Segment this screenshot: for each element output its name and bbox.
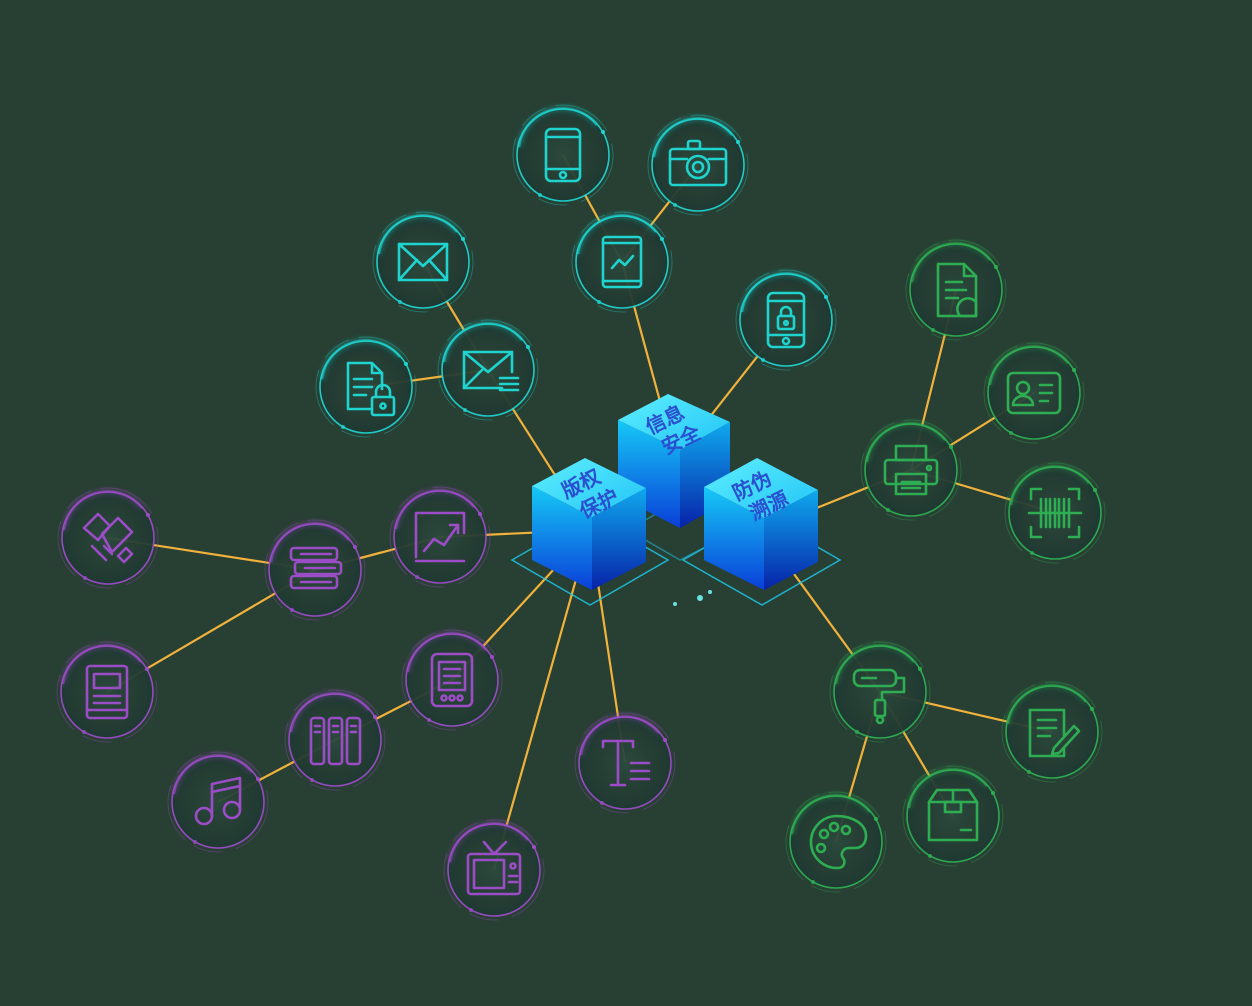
barcode-scan-icon [1027, 487, 1083, 539]
books-stack-icon [289, 546, 343, 590]
camera-icon [668, 139, 728, 187]
connector-line [492, 529, 592, 871]
node-doc[interactable] [905, 239, 1007, 341]
mobile-lock-icon [766, 291, 806, 349]
cube-copyright[interactable]: 版权 保护 [532, 458, 646, 590]
binders-icon [309, 716, 362, 766]
node-barcode[interactable] [1004, 462, 1106, 564]
node-id-card[interactable] [983, 342, 1085, 444]
node-books[interactable] [264, 519, 366, 621]
node-doc-lock[interactable] [315, 336, 417, 438]
id-card-icon [1006, 371, 1062, 415]
node-book[interactable] [56, 641, 158, 743]
node-chart[interactable] [389, 486, 491, 588]
node-palette[interactable] [785, 791, 887, 893]
node-printer[interactable] [860, 419, 962, 521]
envelope-icon [397, 242, 449, 282]
printer-icon [883, 444, 939, 496]
node-roller[interactable] [829, 641, 931, 743]
paint-roller-icon [852, 668, 906, 725]
envelope-list-icon [462, 350, 520, 392]
edit-note-icon [1028, 708, 1081, 758]
node-mail-list[interactable] [437, 319, 539, 421]
node-mail[interactable] [372, 211, 474, 313]
node-hands[interactable] [57, 487, 159, 589]
node-ereader[interactable] [401, 629, 503, 731]
node-text[interactable] [574, 712, 676, 814]
cube-infosec[interactable]: 信息 安全 [618, 394, 730, 528]
handshake-icon [82, 512, 134, 564]
document-icon [936, 262, 978, 318]
trend-chart-icon [414, 511, 466, 563]
cube-trace[interactable]: 防伪 溯源 [704, 458, 818, 590]
tablet-chart-icon [601, 235, 643, 289]
node-tablet[interactable] [571, 211, 673, 313]
node-box[interactable] [902, 765, 1004, 867]
node-edit[interactable] [1001, 681, 1103, 783]
node-camera[interactable] [647, 114, 749, 216]
package-box-icon [927, 788, 979, 842]
text-format-icon [601, 739, 651, 787]
document-lock-icon [346, 361, 396, 417]
mobile-phone-icon [544, 127, 582, 183]
music-note-icon [194, 776, 242, 826]
book-icon [85, 664, 129, 720]
node-phone-lock[interactable] [735, 269, 837, 371]
node-music[interactable] [167, 751, 269, 853]
node-tv[interactable] [443, 819, 545, 921]
node-phone[interactable] [512, 104, 614, 206]
television-icon [466, 840, 522, 896]
palette-icon [809, 814, 868, 870]
node-binders[interactable] [284, 689, 386, 791]
e-reader-icon [430, 652, 474, 708]
